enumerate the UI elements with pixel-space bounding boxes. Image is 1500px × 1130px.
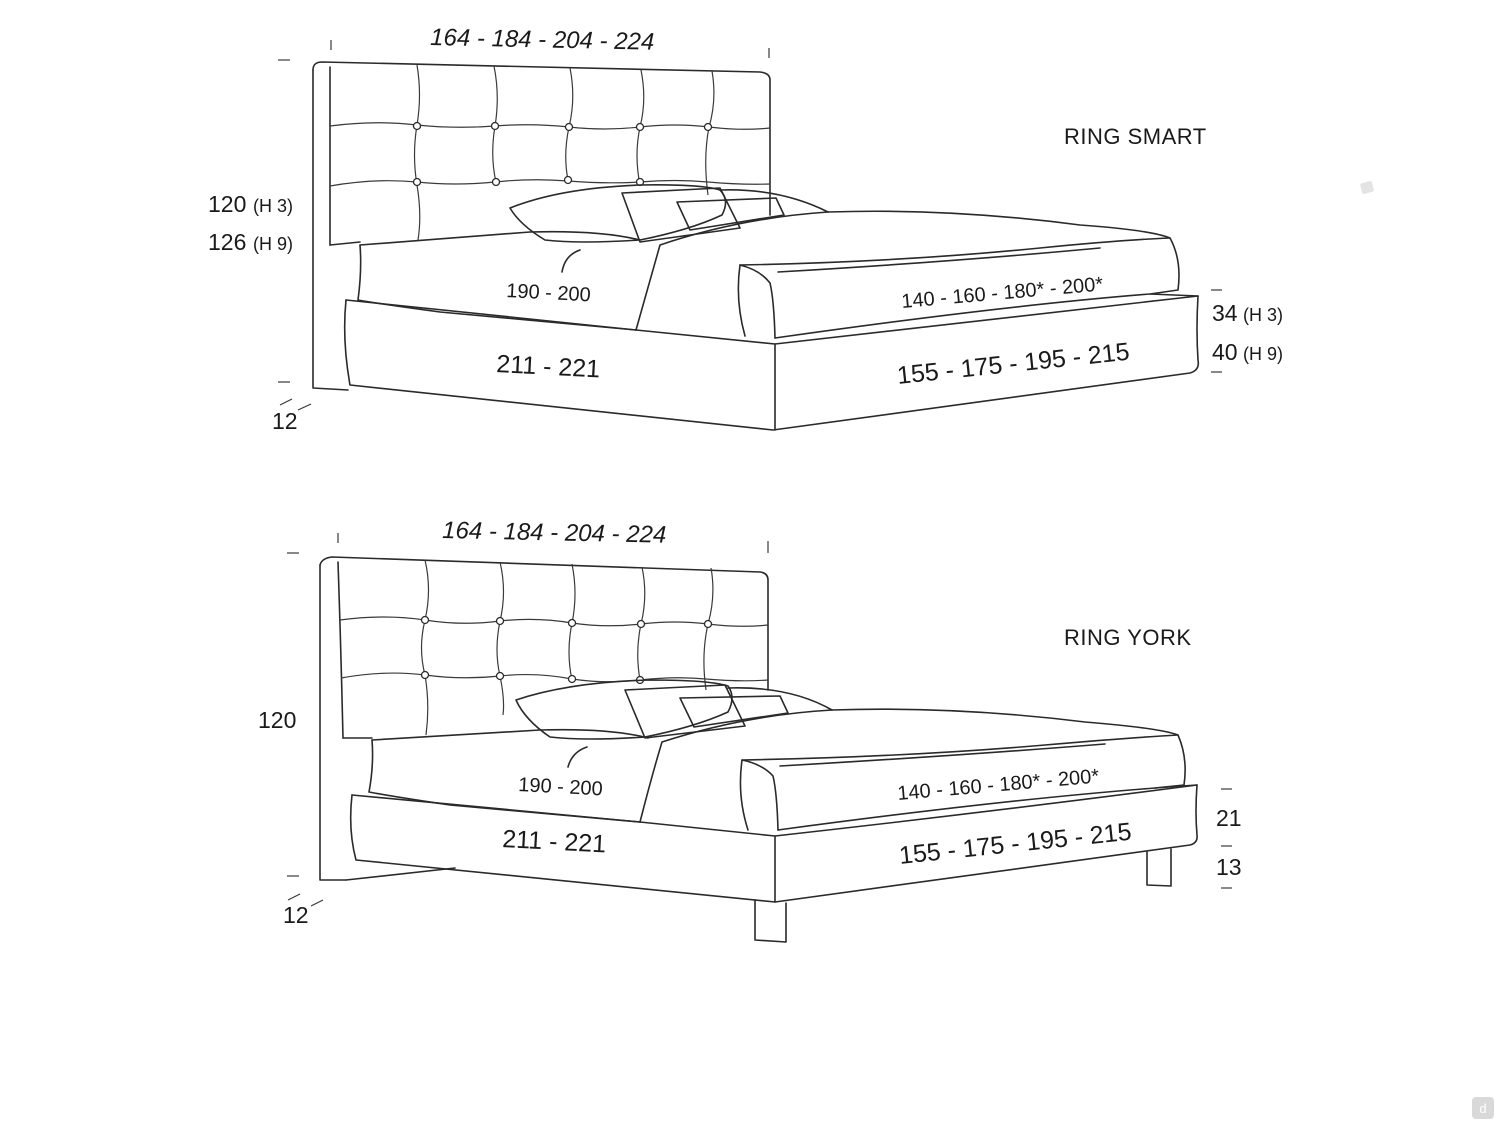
ring-smart-mattress-length: 190 - 200	[506, 280, 592, 306]
ring-york-frame-length: 211 - 221	[502, 825, 607, 858]
ring-smart-headboard-height-1: 120	[208, 191, 246, 217]
ring-smart-frame-height-1: 34	[1212, 300, 1238, 326]
ring-smart-headboard-height-2: 126	[208, 229, 246, 255]
ring-smart-frame-length: 211 - 221	[496, 350, 601, 383]
ring-york-title: RING YORK	[1064, 625, 1192, 650]
ring-york-headboard-height: 120	[258, 707, 296, 733]
ring-smart-title: RING SMART	[1064, 124, 1207, 149]
ring-york-drawing	[287, 533, 1232, 943]
ring-smart-frame-height-2-note: (H 9)	[1243, 344, 1283, 364]
d-logo-icon: d	[1472, 1097, 1494, 1119]
ring-smart-frame-height-2: 40	[1212, 339, 1238, 365]
ring-york-frame-height: 21	[1216, 805, 1242, 831]
ring-smart-drawing	[278, 40, 1222, 431]
ring-york-frame-width: 155 - 175 - 195 - 215	[898, 818, 1133, 870]
ring-york-mattress-width: 140 - 160 - 180* - 200*	[897, 765, 1101, 805]
ring-york-headboard-depth: 12	[283, 902, 309, 928]
ring-smart-headboard-height-2-note: (H 9)	[253, 234, 293, 254]
ring-york-leg-height: 13	[1216, 854, 1242, 880]
ring-smart-headboard-depth: 12	[272, 408, 298, 434]
ring-smart-width-label: 164 - 184 - 204 - 224	[430, 24, 655, 56]
ring-smart-headboard-height-1-note: (H 3)	[253, 196, 293, 216]
ring-smart-frame-height-1-note: (H 3)	[1243, 305, 1283, 325]
ring-smart-mattress-width: 140 - 160 - 180* - 200*	[901, 273, 1105, 313]
ring-york-width-label: 164 - 184 - 204 - 224	[442, 517, 667, 549]
ring-york-mattress-length: 190 - 200	[518, 774, 604, 800]
ring-smart-frame-width: 155 - 175 - 195 - 215	[896, 338, 1131, 390]
